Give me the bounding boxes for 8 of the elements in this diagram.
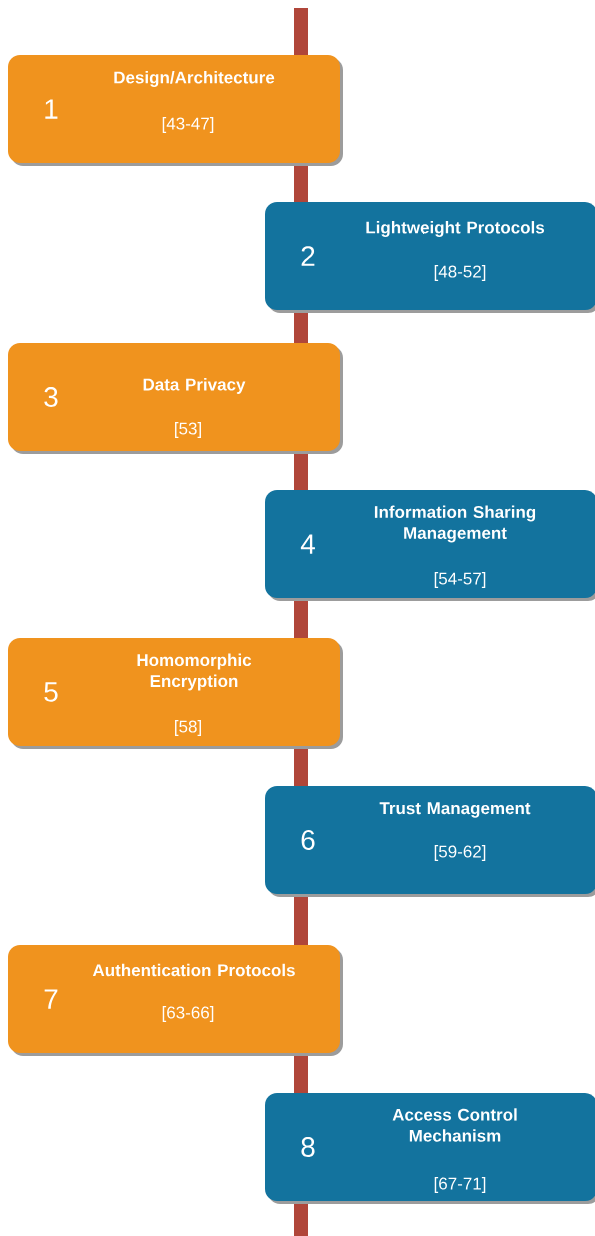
timeline-card: 7 Authentication Protocols [63-66]: [8, 945, 343, 1056]
timeline-card: 1 Design/Architecture [43-47]: [8, 55, 343, 166]
timeline-card: 2 Lightweight Protocols [48-52]: [265, 202, 595, 313]
timeline-card: 3 Data Privacy [53]: [8, 343, 343, 454]
timeline-card: 8 Access Control Mechanism [67-71]: [265, 1093, 595, 1204]
timeline-card: 6 Trust Management [59-62]: [265, 786, 595, 897]
timeline-card: 4 Information Sharing Management [54-57]: [265, 490, 595, 601]
timeline-card: 5 Homomorphic Encryption [58]: [8, 638, 343, 749]
